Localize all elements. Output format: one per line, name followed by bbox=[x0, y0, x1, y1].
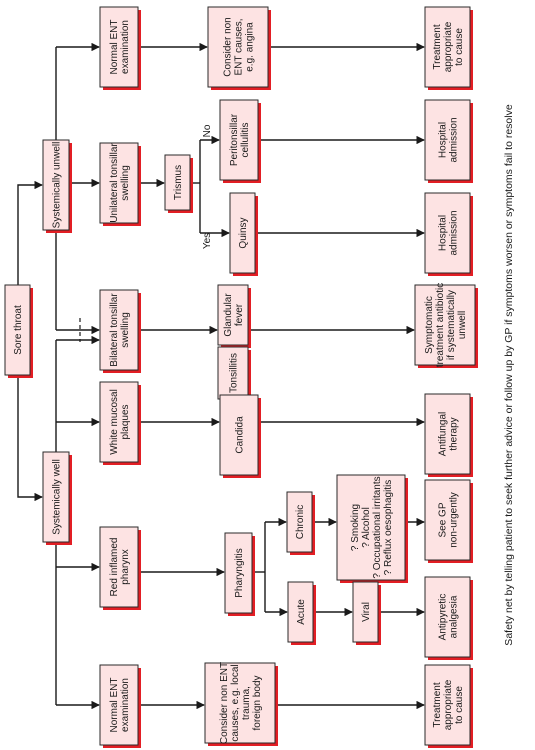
svg-text:Normal ENTexamination: Normal ENTexamination bbox=[109, 19, 131, 74]
node-hospital-2: Hospitaladmission bbox=[424, 192, 473, 276]
node-viral: Viral bbox=[352, 581, 381, 645]
svg-text:Systemically well: Systemically well bbox=[52, 459, 63, 535]
edge-labels: No Yes bbox=[202, 124, 213, 249]
edge-label-yes: Yes bbox=[202, 233, 213, 249]
svg-text:Bilateral tonsillarswelling: Bilateral tonsillarswelling bbox=[109, 293, 131, 367]
svg-text:Treatmentappropriateto cause: Treatmentappropriateto cause bbox=[432, 679, 465, 730]
svg-text:Red inflamedpharynx: Red inflamedpharynx bbox=[109, 538, 131, 597]
node-symptomatic: Symptomatictreatment antibioticif system… bbox=[414, 283, 478, 368]
node-peritonsillar: Peritonsillarcellulitis bbox=[219, 99, 261, 183]
node-treat-top: Treatmentappropriateto cause bbox=[424, 6, 473, 90]
svg-text:Symptomatictreatment antibioti: Symptomatictreatment antibioticif system… bbox=[424, 283, 468, 368]
svg-text:Hospitaladmission: Hospitaladmission bbox=[438, 210, 460, 255]
svg-text:Peritonsillarcellulitis: Peritonsillarcellulitis bbox=[229, 113, 251, 166]
svg-text:? Smoking? Alcohol? Occupation: ? Smoking? Alcohol? Occupational irritan… bbox=[350, 476, 394, 578]
node-pharyngitis: Pharyngitis bbox=[224, 532, 255, 616]
node-candida: Candida bbox=[219, 394, 261, 478]
svg-text:Systemically unwell: Systemically unwell bbox=[52, 142, 63, 229]
node-normal-ent-bottom: Normal ENTexamination bbox=[99, 664, 141, 748]
node-unilateral: Unilateral tonsillarswelling bbox=[99, 142, 141, 226]
svg-text:Sore throat: Sore throat bbox=[13, 305, 24, 355]
svg-text:Treatmentappropriateto cause: Treatmentappropriateto cause bbox=[432, 21, 465, 72]
svg-text:Antipyreticanalgesia: Antipyreticanalgesia bbox=[438, 594, 460, 641]
node-see-gp: See GPnon-urgently bbox=[424, 479, 473, 563]
node-red-pharynx: Red inflamedpharynx bbox=[99, 526, 141, 610]
svg-text:Antifungaltherapy: Antifungaltherapy bbox=[438, 412, 460, 456]
node-normal-ent-top: Normal ENTexamination bbox=[99, 6, 141, 90]
safety-net-note: Safety net by telling patient to seek fu… bbox=[503, 104, 515, 646]
node-antifungal: Antifungaltherapy bbox=[424, 393, 473, 477]
node-antipyretic: Antipyreticanalgesia bbox=[424, 576, 473, 660]
svg-text:Acute: Acute bbox=[296, 599, 307, 625]
node-causes: ? Smoking? Alcohol? Occupational irritan… bbox=[336, 474, 408, 583]
node-consider-bottom: Consider non ENTcauses, e.g. localtrauma… bbox=[204, 662, 278, 746]
flowchart-nodes: Sore throat Systemically unwellSystemical… bbox=[4, 6, 478, 748]
svg-text:Quinsy: Quinsy bbox=[238, 217, 249, 248]
svg-text:Consider nonENT causes,e.g. an: Consider nonENT causes,e.g. angina bbox=[223, 17, 256, 76]
edge-label-no: No bbox=[202, 124, 213, 137]
node-tonsillitis: Tonsillitis bbox=[217, 346, 251, 402]
svg-text:Viral: Viral bbox=[361, 602, 372, 622]
svg-text:Unilateral tonsillarswelling: Unilateral tonsillarswelling bbox=[109, 143, 131, 223]
svg-text:Pharyngitis: Pharyngitis bbox=[234, 548, 245, 597]
svg-text:Tonsillitis: Tonsillitis bbox=[229, 353, 240, 393]
node-trismus: Trismus bbox=[164, 154, 193, 213]
svg-text:Hospitaladmission: Hospitaladmission bbox=[438, 117, 460, 162]
node-hospital-1: Hospitaladmission bbox=[424, 99, 473, 183]
node-consider-top: Consider nonENT causes,e.g. angina bbox=[207, 6, 271, 90]
svg-text:Normal ENTexamination: Normal ENTexamination bbox=[109, 677, 131, 732]
edge-sore-to-well bbox=[17, 375, 43, 502]
node-chronic: Chronic bbox=[286, 491, 315, 555]
node-quinsy: Quinsy bbox=[229, 192, 258, 276]
node-sys-unwell: Systemically unwell bbox=[42, 139, 72, 233]
svg-text:Candida: Candida bbox=[235, 416, 246, 454]
node-sys-well: Systemically well bbox=[42, 451, 72, 545]
node-glandular: Glandularfever bbox=[217, 284, 251, 348]
svg-text:Trismus: Trismus bbox=[173, 165, 184, 200]
node-treat-bottom: Treatmentappropriateto cause bbox=[424, 664, 473, 748]
svg-text:Chronic: Chronic bbox=[295, 505, 306, 539]
svg-text:Glandularfever: Glandularfever bbox=[223, 293, 245, 337]
svg-text:White mucosalplaques: White mucosalplaques bbox=[109, 389, 131, 455]
node-bilateral: Bilateral tonsillarswelling bbox=[99, 289, 141, 373]
svg-text:See GPnon-urgently: See GPnon-urgently bbox=[438, 492, 460, 548]
edge-sore-to-unwell bbox=[17, 180, 43, 285]
svg-text:Consider non ENTcauses, e.g. l: Consider non ENTcauses, e.g. localtrauma… bbox=[219, 662, 263, 744]
node-acute: Acute bbox=[287, 581, 316, 645]
node-sore-throat: Sore throat bbox=[4, 284, 33, 378]
node-white-plaques: White mucosalplaques bbox=[99, 381, 141, 465]
